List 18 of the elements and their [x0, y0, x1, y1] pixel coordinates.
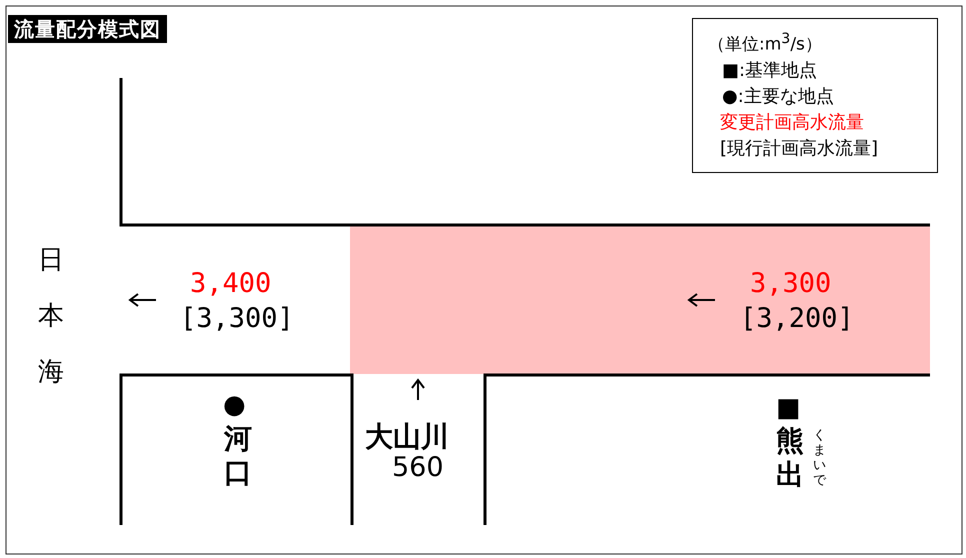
main-point-marker: ● — [223, 390, 246, 420]
current-flow-value: [3,300] — [180, 303, 294, 334]
point-name: 熊出 — [776, 424, 804, 492]
legend-entry: 変更計画高水流量 — [720, 111, 864, 134]
legend-entry: [現行計画高水流量] — [720, 137, 878, 160]
point-name: 河口 — [224, 422, 252, 490]
current-flow-value: [3,200] — [740, 303, 854, 334]
reading-ruby: くまいで — [813, 428, 826, 488]
changed-flow-value: 3,300 — [750, 268, 832, 299]
tributary-flow-value: 560 — [392, 452, 444, 483]
reference-point-marker: ■ — [776, 393, 801, 423]
title: 流量配分模式図 — [8, 15, 167, 43]
tributary-name: 大山川 — [365, 419, 449, 455]
sea-name: 日本海 — [38, 244, 64, 389]
legend-entry: ■:基準地点 — [722, 59, 818, 82]
legend-entry: ●:主要な地点 — [722, 85, 834, 108]
unit-note: （単位:m$^{3}$/s） — [708, 31, 822, 56]
changed-flow-value: 3,400 — [190, 268, 272, 299]
